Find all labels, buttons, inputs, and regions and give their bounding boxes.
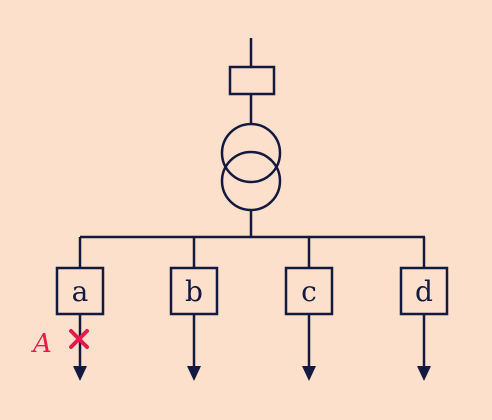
feeder-c-label: c <box>301 275 317 308</box>
feeder-a-arrow <box>73 366 87 381</box>
feeder-b-label: b <box>185 275 203 308</box>
feeder-d-label: d <box>415 275 433 308</box>
transformer-primary-coil <box>220 122 282 184</box>
feeder-d-arrow <box>417 366 431 381</box>
feeder-b: b <box>169 237 219 381</box>
feeder-c-arrow <box>302 366 316 381</box>
feeder-a-label: a <box>72 275 89 308</box>
fault-cross-stroke-2 <box>69 329 89 349</box>
feeder-c: c <box>284 237 334 381</box>
feeder-b-arrow <box>187 366 201 381</box>
feeder-d: d <box>399 237 449 381</box>
fault-label: A <box>31 329 52 359</box>
feeder-a: a <box>55 237 105 381</box>
fault-marker: A <box>31 329 89 359</box>
